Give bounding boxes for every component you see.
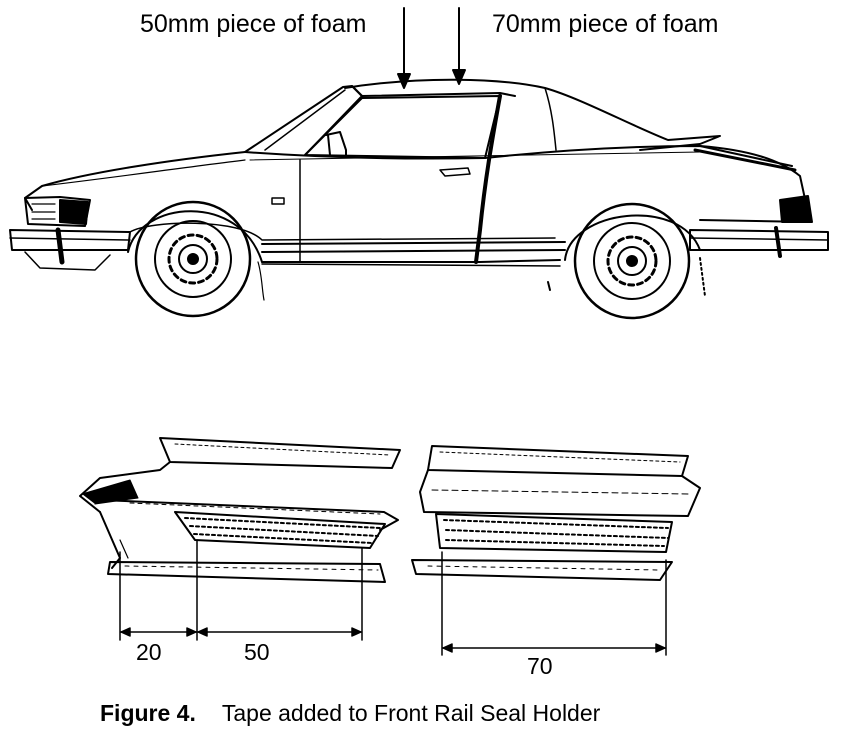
tape-strip-right — [435, 513, 673, 553]
dimension-70: 70 — [527, 653, 553, 679]
tape-strip-left — [174, 511, 386, 549]
rear-bumper — [689, 229, 829, 251]
label-50mm-foam: 50mm piece of foam — [140, 10, 367, 38]
figure-caption: Figure 4. Tape added to Front Rail Seal H… — [100, 702, 600, 725]
b-pillar — [474, 94, 502, 264]
soft-top-roof — [344, 78, 721, 151]
dimension-lines — [119, 539, 667, 656]
car-illustration — [9, 78, 829, 320]
rear-tire — [573, 202, 691, 320]
front-tire — [134, 200, 252, 318]
dimension-50: 50 — [244, 639, 270, 665]
left-seal-holder — [79, 437, 401, 583]
side-window — [304, 95, 501, 159]
label-70mm-foam: 70mm piece of foam — [492, 10, 719, 38]
foam-pointer-arrows — [397, 7, 466, 89]
figure-caption-text: Tape added to Front Rail Seal Holder — [221, 700, 601, 726]
side-stripe — [261, 241, 566, 253]
right-seal-holder — [411, 445, 701, 581]
dimension-20: 20 — [136, 639, 162, 665]
figure-number: Figure 4. — [100, 700, 196, 726]
hood — [24, 151, 246, 211]
